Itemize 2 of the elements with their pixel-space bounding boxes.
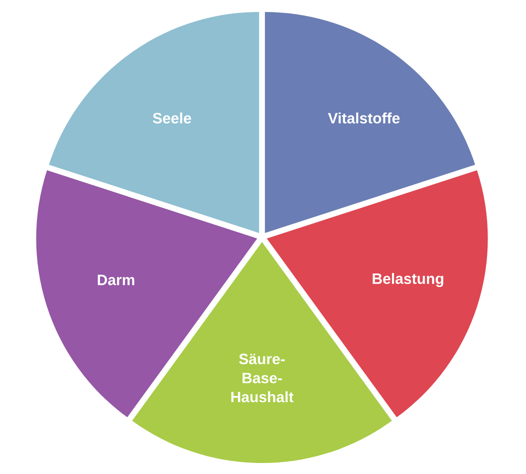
- pie-segment: Seele: [48, 12, 260, 233]
- pie-segment: Vitalstoffe: [264, 12, 476, 233]
